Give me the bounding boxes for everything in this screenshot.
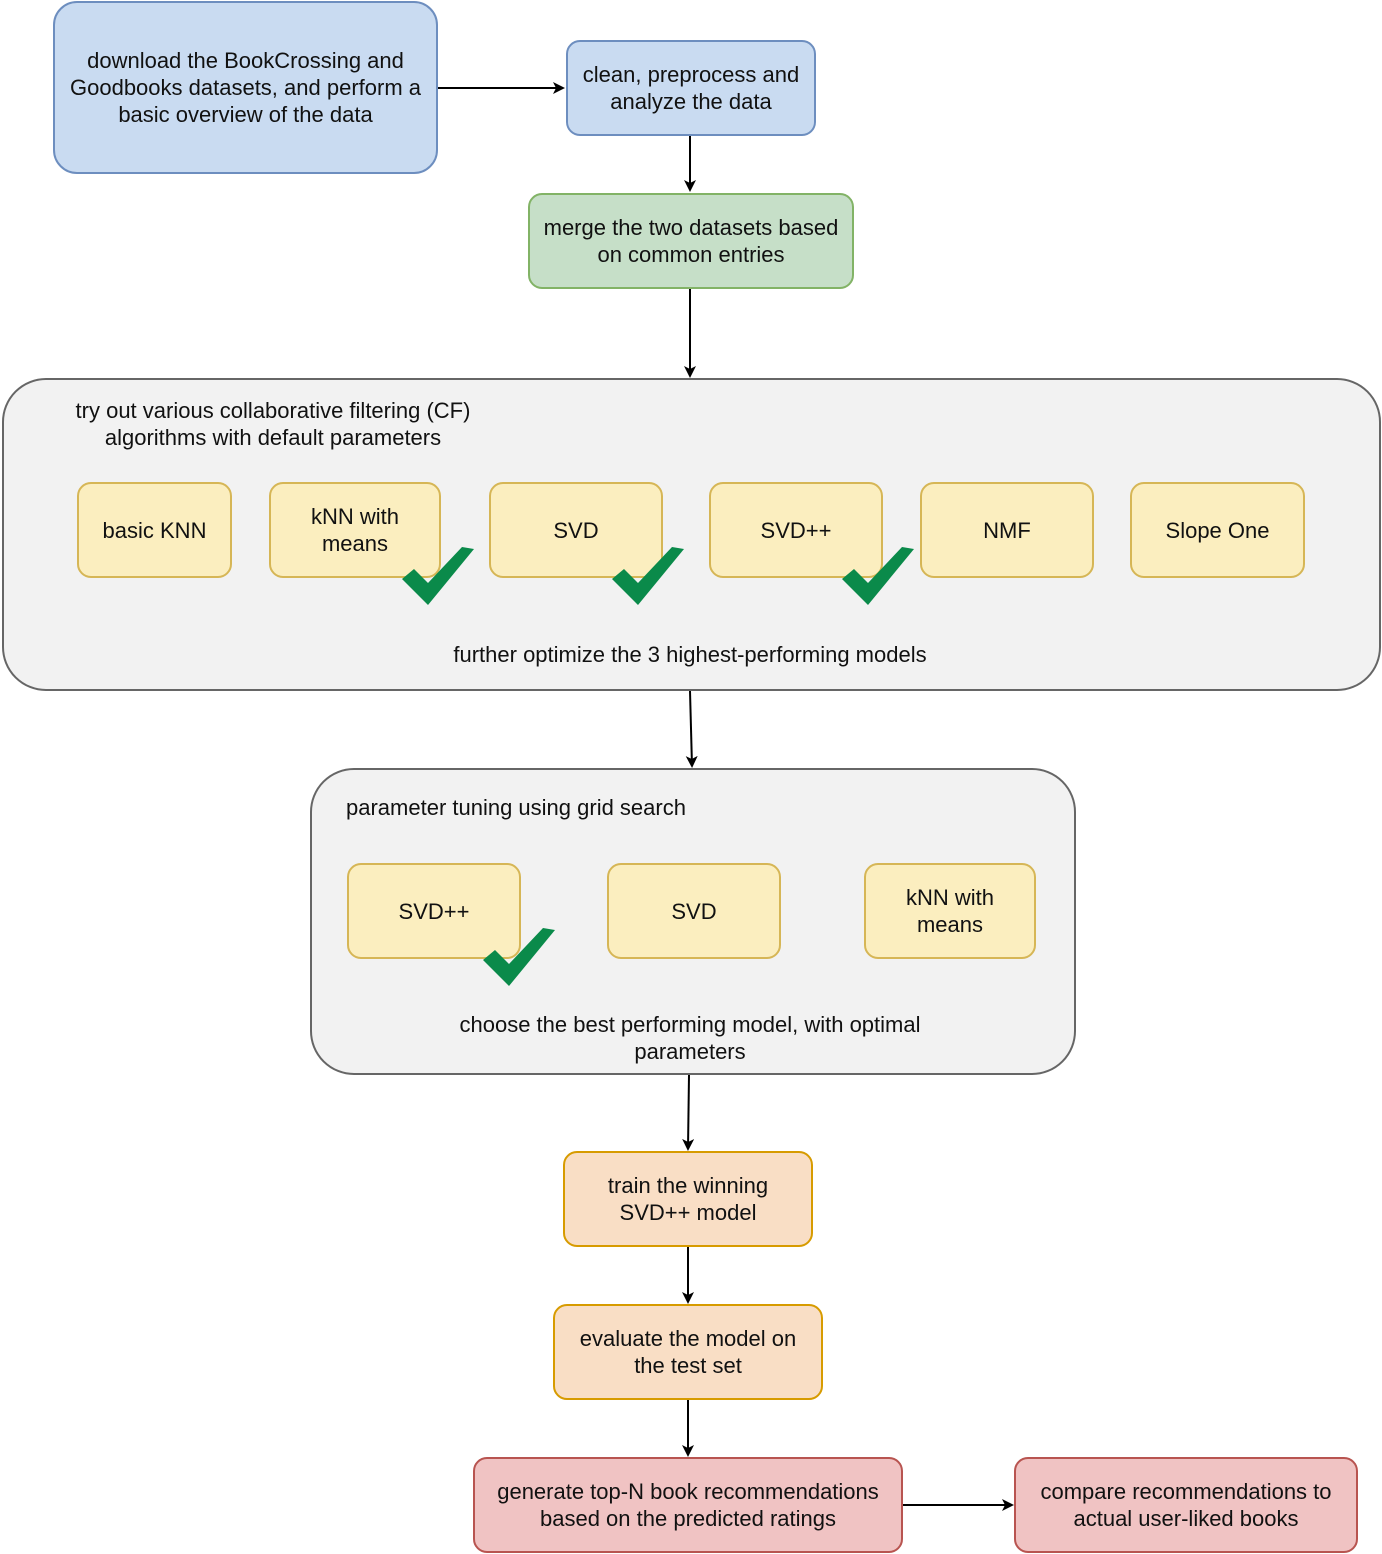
checkmark-icon [402,547,474,605]
cf-model-label: SVD++ [760,517,832,543]
tuning-model-label: SVD [671,898,717,924]
step-download: download the BookCrossing and Goodbooks … [53,1,438,174]
tuning-model-knn-with-means: kNN with means [864,863,1036,959]
step-generate-label: generate top-N book recommendations base… [497,1479,879,1531]
cf-model-svdpp: SVD++ [709,482,883,578]
checkmark-icon [612,547,684,605]
step-merge-label: merge the two datasets based on common e… [543,215,839,267]
cf-model-label: NMF [983,517,1031,543]
step-download-label: download the BookCrossing and Goodbooks … [70,48,421,127]
step-train: train the winning SVD++ model [563,1151,813,1247]
tuning-model-svdpp: SVD++ [347,863,521,959]
cf-model-nmf: NMF [920,482,1094,578]
checkmark-icon [483,928,555,986]
tuning-group-title: parameter tuning using grid search [346,795,686,820]
step-clean-label: clean, preprocess and analyze the data [582,62,800,114]
checkmark-icon [842,547,914,605]
cf-model-basic-knn: basic KNN [77,482,232,578]
step-clean: clean, preprocess and analyze the data [566,40,816,136]
arrow-tuning-to-train [682,1074,695,1151]
cf-model-label: basic KNN [102,517,207,543]
step-compare: compare recommendations to actual user-l… [1014,1457,1358,1553]
step-evaluate: evaluate the model on the test set [553,1304,823,1400]
cf-model-label: Slope One [1165,517,1270,543]
cf-model-svd: SVD [489,482,663,578]
cf-model-label: kNN with means [310,504,399,556]
step-merge: merge the two datasets based on common e… [528,193,854,289]
cf-model-label: SVD [553,517,599,543]
tuning-group-footer: choose the best performing model, with o… [459,1012,921,1064]
step-compare-label: compare recommendations to actual user-l… [1040,1479,1332,1531]
step-train-label: train the winning SVD++ model [607,1173,769,1225]
arrow-cf-to-tuning [685,690,698,768]
tuning-model-svd: SVD [607,863,781,959]
cf-model-slope-one: Slope One [1130,482,1305,578]
tuning-model-label: SVD++ [398,898,470,924]
cf-group-footer: further optimize the 3 highest-performin… [453,642,927,667]
step-evaluate-label: evaluate the model on the test set [579,1326,797,1378]
cf-group-title: try out various collaborative filtering … [75,398,471,450]
cf-model-knn-with-means: kNN with means [269,482,441,578]
tuning-model-label: kNN with means [905,885,994,937]
step-generate: generate top-N book recommendations base… [473,1457,903,1553]
